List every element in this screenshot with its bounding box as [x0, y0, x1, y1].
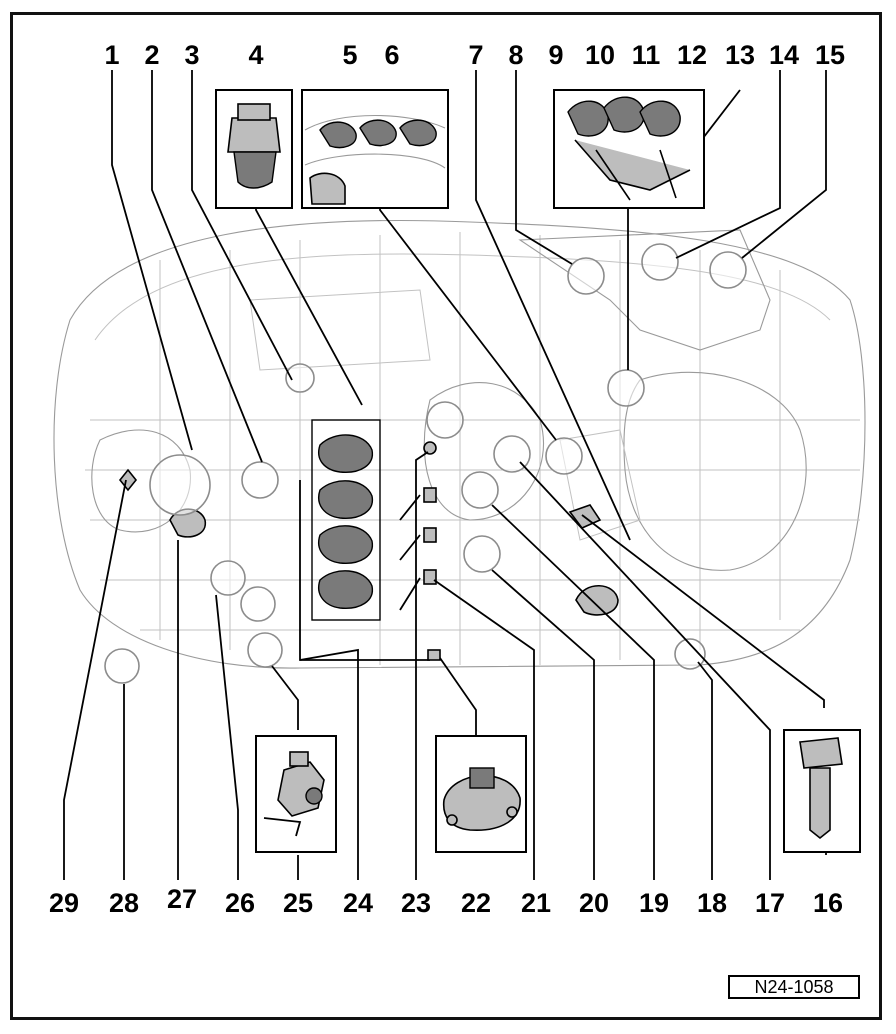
- label-20: 20: [579, 888, 609, 918]
- engine-sketch: [53, 219, 866, 669]
- label-16: 16: [813, 888, 843, 918]
- bottom-number-labels: 29 28 27 26 25 24 23 22 21 20 19 18 17 1…: [49, 884, 843, 918]
- reference-code-label: N24-1058: [728, 975, 860, 999]
- label-9: 9: [548, 40, 563, 70]
- label-29: 29: [49, 888, 79, 918]
- label-21: 21: [521, 888, 551, 918]
- label-10: 10: [585, 40, 615, 70]
- fuel-injector-icon: [319, 121, 357, 149]
- label-6: 6: [384, 40, 399, 70]
- label-18: 18: [697, 888, 727, 918]
- inset-temperature-sender: [255, 735, 337, 853]
- label-2: 2: [144, 40, 159, 70]
- label-15: 15: [815, 40, 845, 70]
- label-27: 27: [167, 884, 197, 914]
- label-22: 22: [461, 888, 491, 918]
- label-8: 8: [508, 40, 523, 70]
- label-26: 26: [225, 888, 255, 918]
- label-7: 7: [468, 40, 483, 70]
- inset-hall-sender: [435, 735, 527, 853]
- callout-circles: [104, 243, 747, 684]
- label-13: 13: [725, 40, 755, 70]
- label-24: 24: [343, 888, 373, 918]
- position-sender-icon: [799, 737, 843, 769]
- label-25: 25: [283, 888, 313, 918]
- inset-injectors-left: [301, 89, 449, 209]
- label-19: 19: [639, 888, 669, 918]
- leader-lines: [63, 70, 827, 880]
- label-28: 28: [109, 888, 139, 918]
- label-1: 1: [104, 40, 119, 70]
- label-14: 14: [769, 40, 799, 70]
- label-17: 17: [755, 888, 785, 918]
- inset-position-sender: [783, 729, 861, 853]
- label-11: 11: [632, 40, 661, 70]
- label-12: 12: [677, 40, 707, 70]
- switch-connector-icon: [237, 103, 271, 121]
- label-4: 4: [248, 40, 263, 70]
- fuel-rail-injectors: [299, 419, 430, 661]
- label-5: 5: [342, 40, 357, 70]
- inset-sensors-right: [553, 89, 705, 209]
- label-3: 3: [184, 40, 199, 70]
- top-number-labels: 1 2 3 4 5 6 7 8 9 10 11 12 13 14 15: [104, 40, 845, 70]
- inset-switch: [215, 89, 293, 209]
- label-23: 23: [401, 888, 431, 918]
